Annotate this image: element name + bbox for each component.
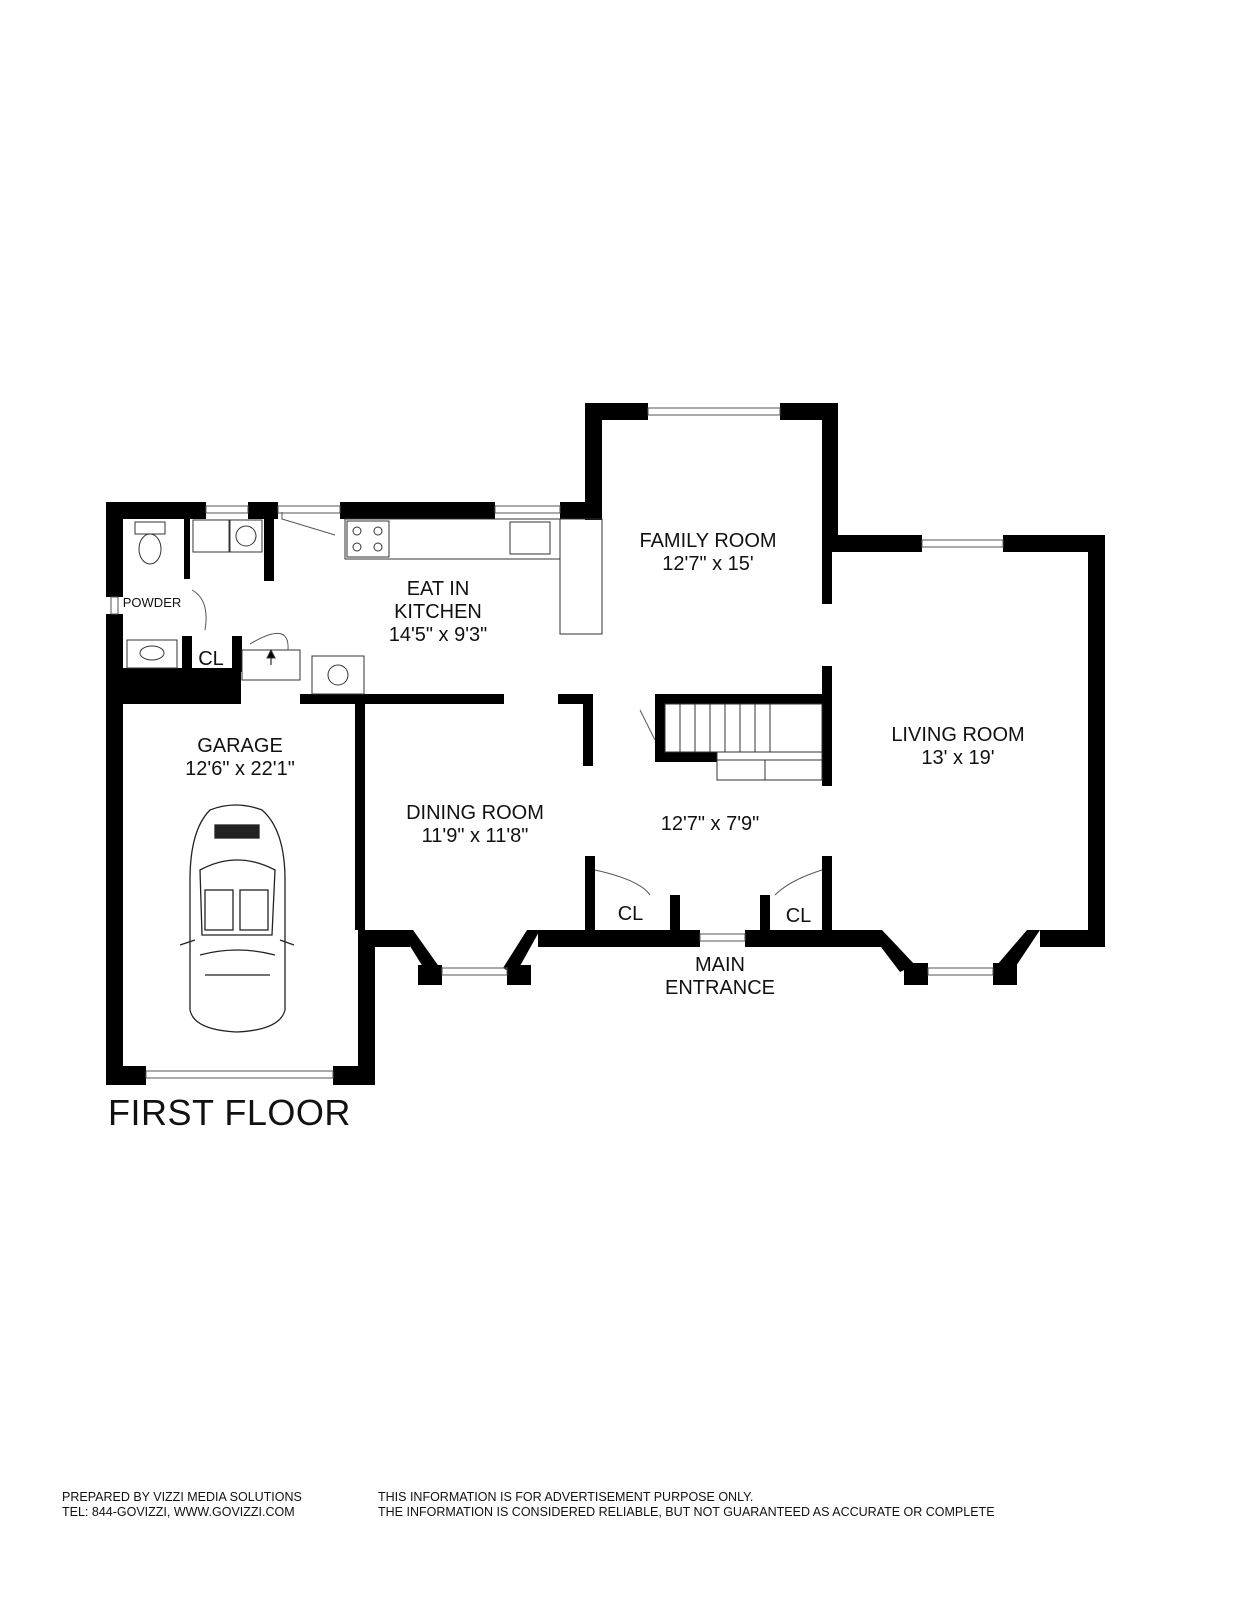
dining-room-label: DINING ROOM 11'9" x 11'8" [390, 802, 560, 848]
main-entrance-line2: ENTRANCE [664, 977, 775, 999]
exterior-walls [106, 403, 1105, 1085]
dining-room-size: 11'9" x 11'8" [421, 825, 529, 847]
closet-right-name: CL [785, 905, 812, 927]
foyer-label: 12'7" x 7'9" [640, 813, 780, 836]
living-room-size: 13' x 19' [921, 747, 995, 769]
living-room-label: LIVING ROOM 13' x 19' [878, 724, 1038, 770]
closet-right-label: CL [776, 905, 821, 928]
footer-left-line2: TEL: 844-GOVIZZI, WWW.GOVIZZI.COM [62, 1505, 295, 1519]
foyer-size: 12'7" x 7'9" [660, 813, 760, 835]
kitchen-label: EAT IN KITCHEN 14'5" x 9'3" [368, 578, 508, 647]
kitchen-size: 14'5" x 9'3" [388, 624, 488, 646]
family-room-size: 12'7" x 15' [662, 553, 754, 575]
garage-name: GARAGE [197, 735, 283, 757]
powder-label: POWDER [120, 595, 184, 610]
footer-right: THIS INFORMATION IS FOR ADVERTISEMENT PU… [378, 1490, 995, 1520]
stairs [664, 703, 823, 781]
kitchen-name-line1: EAT IN [406, 578, 470, 600]
closet-left-label: CL [608, 903, 653, 926]
powder-name: POWDER [122, 595, 182, 610]
family-room-name: FAMILY ROOM [639, 530, 777, 552]
living-room-name: LIVING ROOM [891, 724, 1025, 746]
dining-room-name: DINING ROOM [406, 802, 544, 824]
kitchen-fixtures [126, 518, 603, 695]
main-entrance-line1: MAIN [695, 954, 745, 976]
garage-size: 12'6" x 22'1" [185, 758, 295, 780]
kitchen-name-line2: KITCHEN [394, 601, 482, 623]
main-entrance-label: MAIN ENTRANCE [650, 954, 790, 1000]
family-room-label: FAMILY ROOM 12'7" x 15' [628, 530, 788, 576]
doors [191, 512, 823, 896]
garage-label: GARAGE 12'6" x 22'1" [160, 735, 320, 781]
footer-right-line1: THIS INFORMATION IS FOR ADVERTISEMENT PU… [378, 1490, 754, 1504]
windows [110, 407, 1004, 1079]
closet-laundry-label: CL [190, 648, 232, 671]
closet-left-name: CL [617, 903, 644, 925]
closet-laundry-name: CL [198, 648, 224, 670]
footer-left-line1: PREPARED BY VIZZI MEDIA SOLUTIONS [62, 1490, 302, 1504]
footer-left: PREPARED BY VIZZI MEDIA SOLUTIONS TEL: 8… [62, 1490, 302, 1520]
footer-right-line2: THE INFORMATION IS CONSIDERED RELIABLE, … [378, 1505, 995, 1519]
car-icon [179, 804, 295, 1033]
floor-title: FIRST FLOOR [108, 1092, 351, 1133]
